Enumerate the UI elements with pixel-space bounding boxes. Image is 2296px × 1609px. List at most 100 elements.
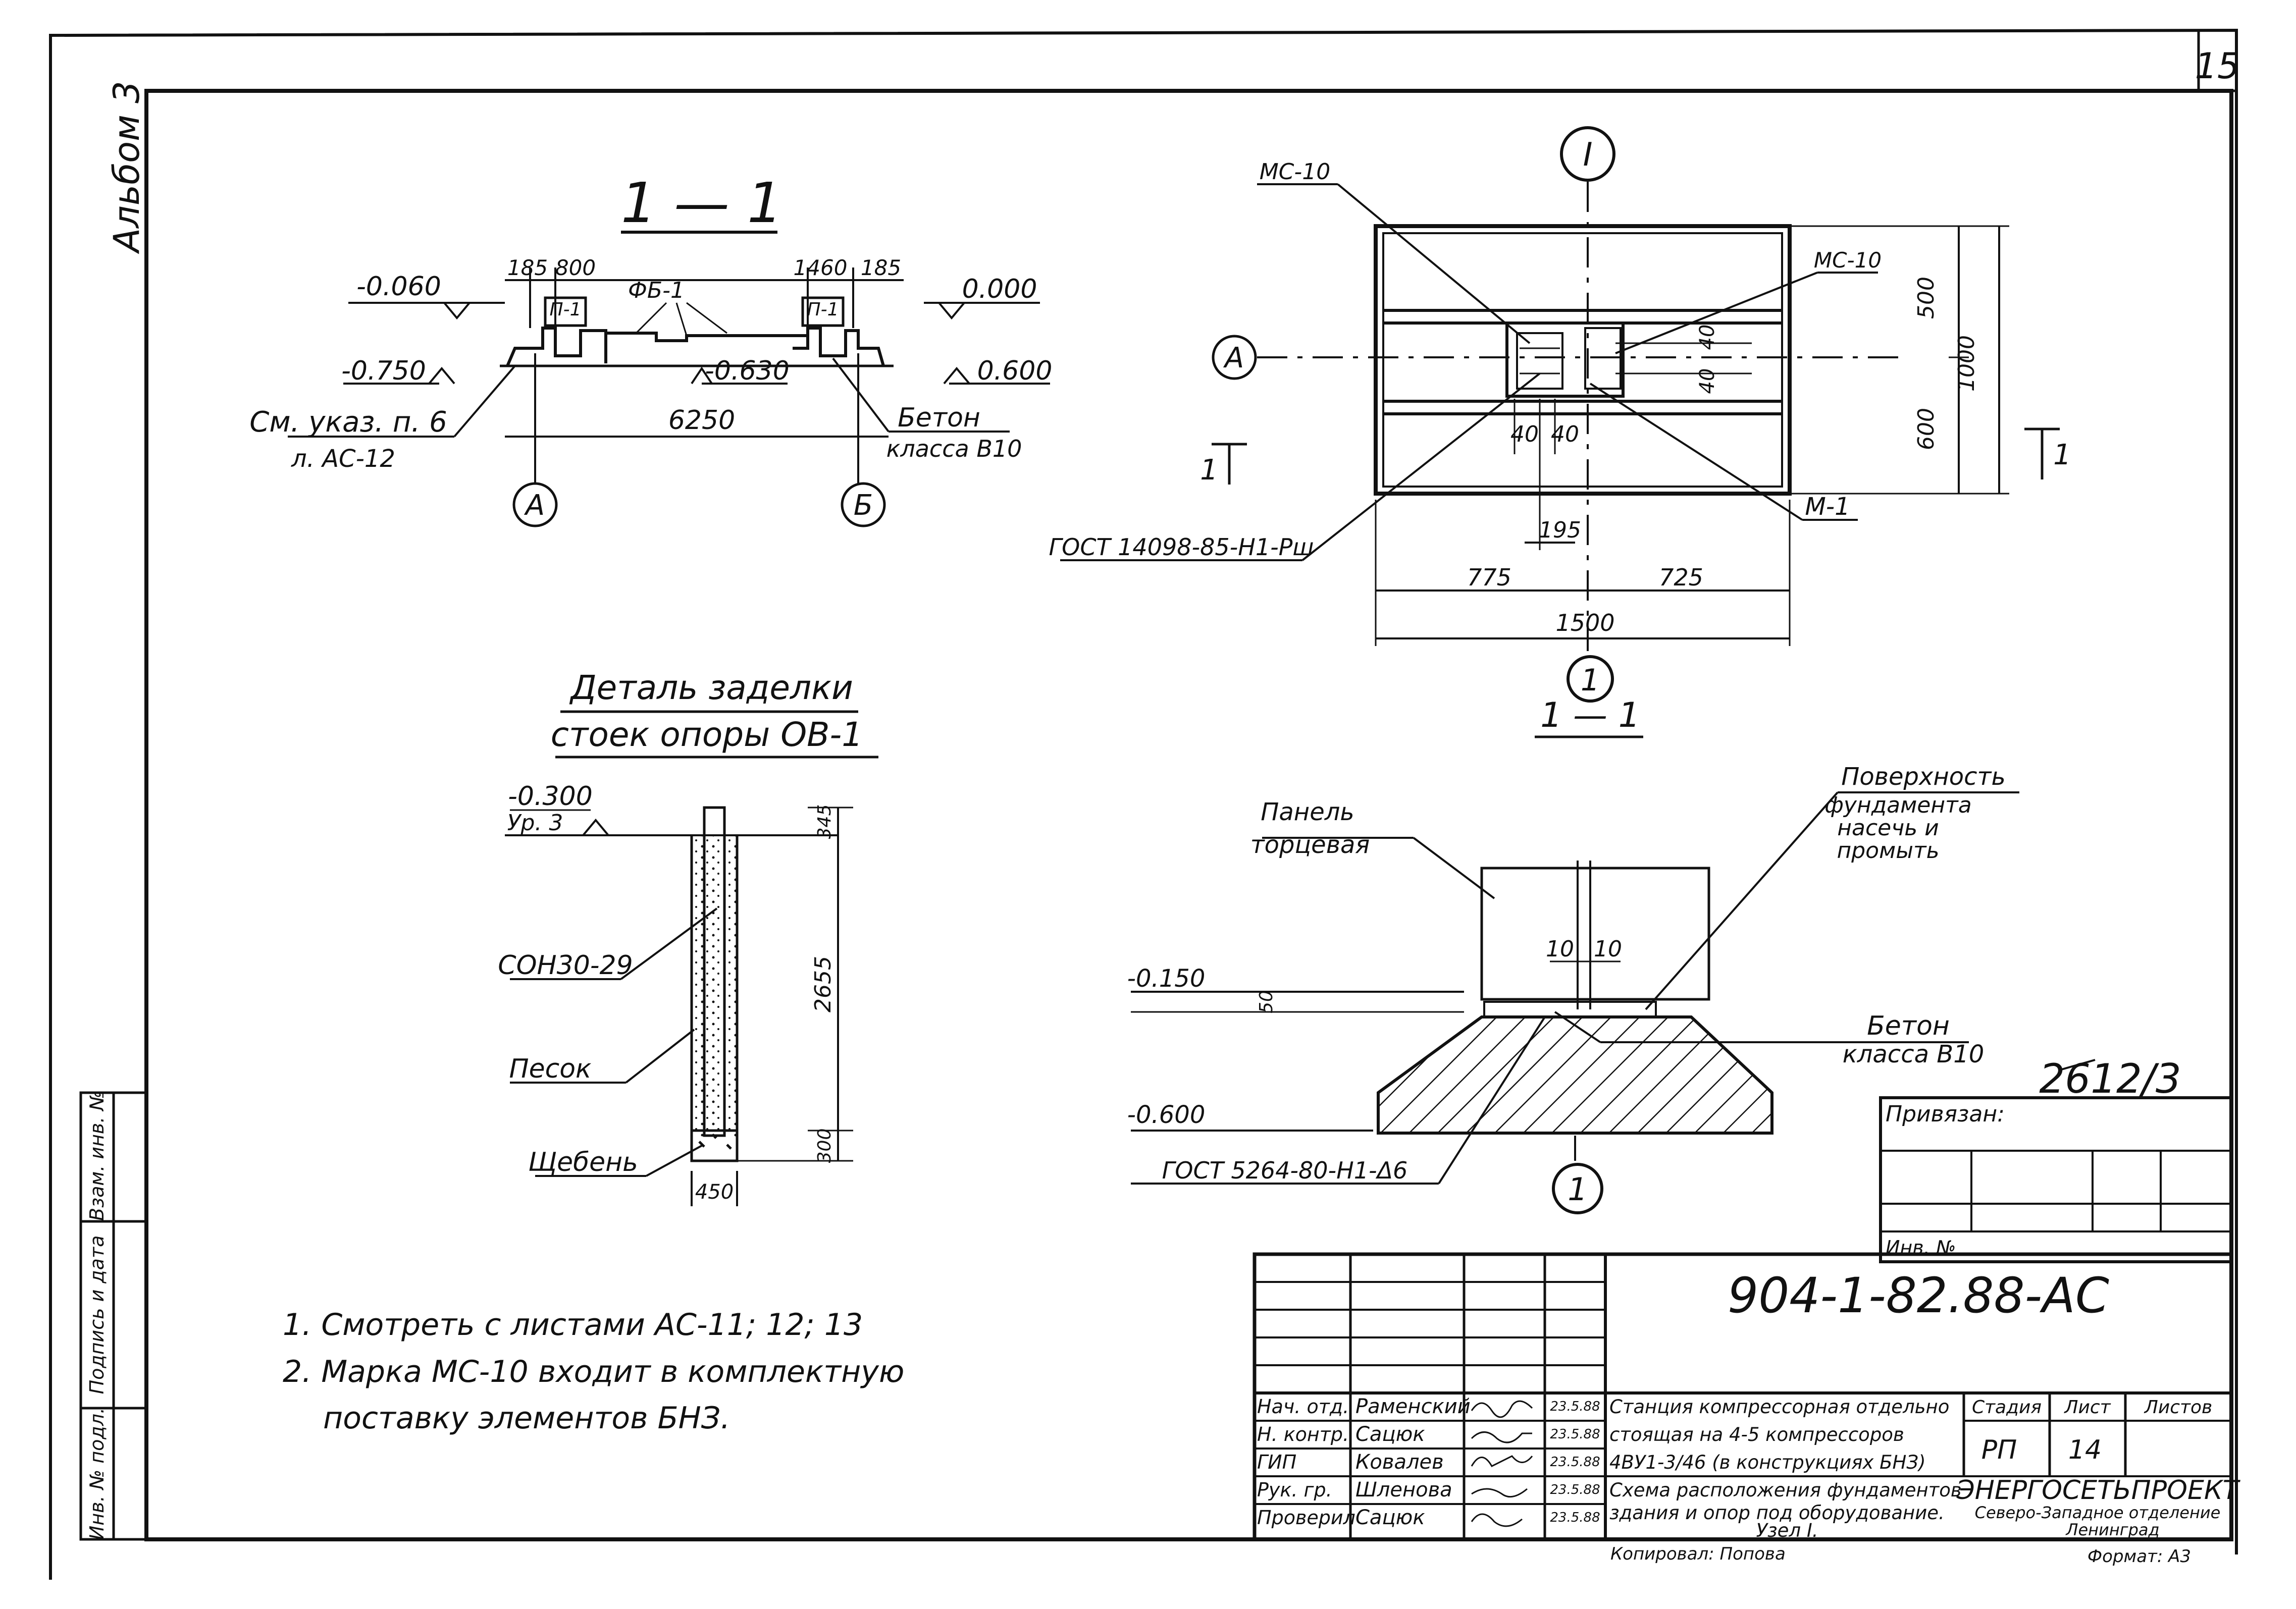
name-4: Шленова: [1355, 1478, 1452, 1501]
label-surface-line2: фундамента: [1824, 792, 1971, 818]
sheet-number: 15: [2195, 45, 2239, 87]
cut-marker-left: 1: [1200, 454, 1218, 487]
node-concrete-line2: класса В10: [1843, 1040, 1985, 1068]
sheet-format: Формат: А3: [2088, 1546, 2191, 1567]
dim-185-left: 185: [507, 255, 548, 280]
role-group-lead: Рук. гр.: [1257, 1479, 1332, 1501]
dim-span-6250: 6250: [668, 405, 735, 436]
dim-345: 345: [814, 804, 835, 839]
date-1: 23.5.88: [1550, 1399, 1600, 1414]
album-label: Альбом 3: [106, 81, 147, 254]
concrete-label-line2: класса В10: [886, 435, 1022, 462]
date-2: 23.5.88: [1550, 1427, 1600, 1442]
axis-b-bubble: Б: [854, 489, 873, 522]
stamp-vzam-inv: Взам. инв. №: [86, 1091, 108, 1221]
elev-right-bottom: 0.600: [977, 356, 1053, 386]
dim-1460: 1460: [794, 255, 848, 280]
label-m1: М-1: [1805, 493, 1850, 521]
label-panel-line2: торцевая: [1250, 831, 1370, 859]
org-name: ЭНЕРГОСЕТЬПРОЕКТ: [1956, 1475, 2240, 1506]
dim-800: 800: [555, 255, 596, 280]
plan-axis-a: А: [1223, 342, 1244, 374]
label-ms10-right: МС-10: [1814, 248, 1882, 273]
dim-50: 50: [1256, 990, 1277, 1013]
project-code: 904-1-82.88-АС: [1728, 1267, 2109, 1324]
node-elev-top: -0.150: [1127, 964, 1206, 993]
role-checked: Проверил: [1257, 1507, 1355, 1529]
dim-600: 600: [1913, 408, 1939, 450]
detail-level: Ур. 3: [507, 810, 563, 836]
name-1: Раменский: [1355, 1395, 1471, 1418]
org-city: Ленинград: [2065, 1520, 2159, 1539]
general-notes: 1. Смотреть с листами АС-11; 12; 13 2. М…: [283, 1307, 904, 1436]
node-detail: 10 10 -0.150 50 -0.600 Панель торцевая П…: [1127, 763, 2019, 1214]
binding-stamp: 2612/3 Привязан: Инв. №: [1879, 1055, 2233, 1263]
detail-post: Деталь заделки стоек опоры ОВ-1 -0.300 У…: [498, 668, 878, 1206]
binding-label: Привязан:: [1886, 1101, 2005, 1127]
title-block: 904-1-82.88-АС Нач. отд. Н. контр. ГИП Р…: [1253, 1252, 2241, 1567]
dim-40-right-top: 40: [1696, 325, 1719, 350]
detail-title-line2: стоек опоры ОВ-1: [551, 715, 863, 754]
project-name-line1: Станция компрессорная отдельно: [1609, 1396, 1949, 1418]
section-note-line2: л. АС-12: [291, 445, 395, 473]
node-gost-5264: ГОСТ 5264-80-Н1-Δ6: [1162, 1157, 1408, 1184]
label-surface-line1: Поверхность: [1841, 763, 2006, 791]
dim-1500: 1500: [1555, 609, 1614, 636]
sheet-header: Лист: [2063, 1397, 2111, 1418]
label-post-son30: СОН30-29: [498, 950, 633, 981]
elev-right-top: 0.000: [962, 274, 1037, 304]
label-gravel: Щебень: [528, 1147, 638, 1177]
post-sand-fill: [692, 835, 737, 1138]
label-gost-14098: ГОСТ 14098-85-Н1-Рш: [1049, 533, 1314, 561]
dim-775: 775: [1467, 564, 1511, 591]
plan-axis-top: I: [1583, 136, 1593, 174]
sheet-title-line2: здания и опор под оборудование.: [1609, 1502, 1945, 1524]
label-fb1: ФБ-1: [628, 278, 685, 303]
node-concrete-line1: Бетон: [1867, 1011, 1950, 1041]
plan-axis-bottom: 1: [1581, 663, 1600, 698]
project-name-line2: стоящая на 4-5 компрессоров: [1609, 1424, 1904, 1445]
label-p1-left: П-1: [550, 299, 582, 320]
foundation-hatch: [1377, 1015, 1773, 1135]
sheet-title-line1: Схема расположения фундаментов: [1609, 1479, 1962, 1501]
label-surface-line3: насечь и: [1837, 815, 1939, 841]
section-1-1-title: 1 — 1: [621, 171, 782, 235]
label-sand: Песок: [509, 1054, 592, 1084]
dim-725: 725: [1659, 564, 1703, 591]
dim-2655: 2655: [810, 956, 836, 1012]
org-branch: Северо-Западное отделение: [1975, 1503, 2221, 1522]
plan-bottom-title: 1 — 1: [1540, 695, 1640, 735]
label-surface-line4: промыть: [1837, 838, 1939, 864]
sheet-title-line3: Узел I.: [1756, 1520, 1818, 1541]
name-3: Ковалев: [1355, 1451, 1444, 1474]
note-1: 1. Смотреть с листами АС-11; 12; 13: [283, 1307, 863, 1343]
elev-left-bottom: -0.750: [341, 356, 426, 386]
elev-left-top: -0.060: [356, 272, 441, 302]
sheets-header: Листов: [2144, 1397, 2212, 1418]
dim-10-left: 10: [1546, 936, 1574, 962]
node-elev-bottom: -0.600: [1127, 1101, 1206, 1129]
name-5: Сацюк: [1355, 1506, 1425, 1529]
detail-elev: -0.300: [508, 781, 593, 812]
dim-500: 500: [1913, 277, 1939, 319]
date-5: 23.5.88: [1550, 1510, 1600, 1525]
date-3: 23.5.88: [1550, 1455, 1600, 1470]
dim-10-right: 10: [1594, 936, 1622, 962]
role-norm-control: Н. контр.: [1257, 1423, 1349, 1445]
label-ms10-left: МС-10: [1260, 159, 1331, 185]
stamp-inv-podl: Инв. № подл.: [86, 1408, 108, 1540]
dim-195: 195: [1539, 517, 1581, 543]
signatures: [1471, 1400, 1533, 1527]
dim-450: 450: [695, 1181, 734, 1204]
stamp-signature-date: Подпись и дата: [86, 1236, 108, 1395]
label-p1-right: П-1: [807, 299, 839, 320]
axis-a-bubble: А: [524, 489, 545, 522]
node-axis-1: 1: [1568, 1171, 1587, 1208]
elev-mid: -0.630: [705, 356, 790, 386]
role-head-of-dept: Нач. отд.: [1257, 1396, 1349, 1418]
stage-header: Стадия: [1972, 1397, 2042, 1418]
dim-300: 300: [814, 1129, 835, 1163]
dim-185-right: 185: [861, 255, 901, 280]
date-4: 23.5.88: [1550, 1482, 1600, 1497]
